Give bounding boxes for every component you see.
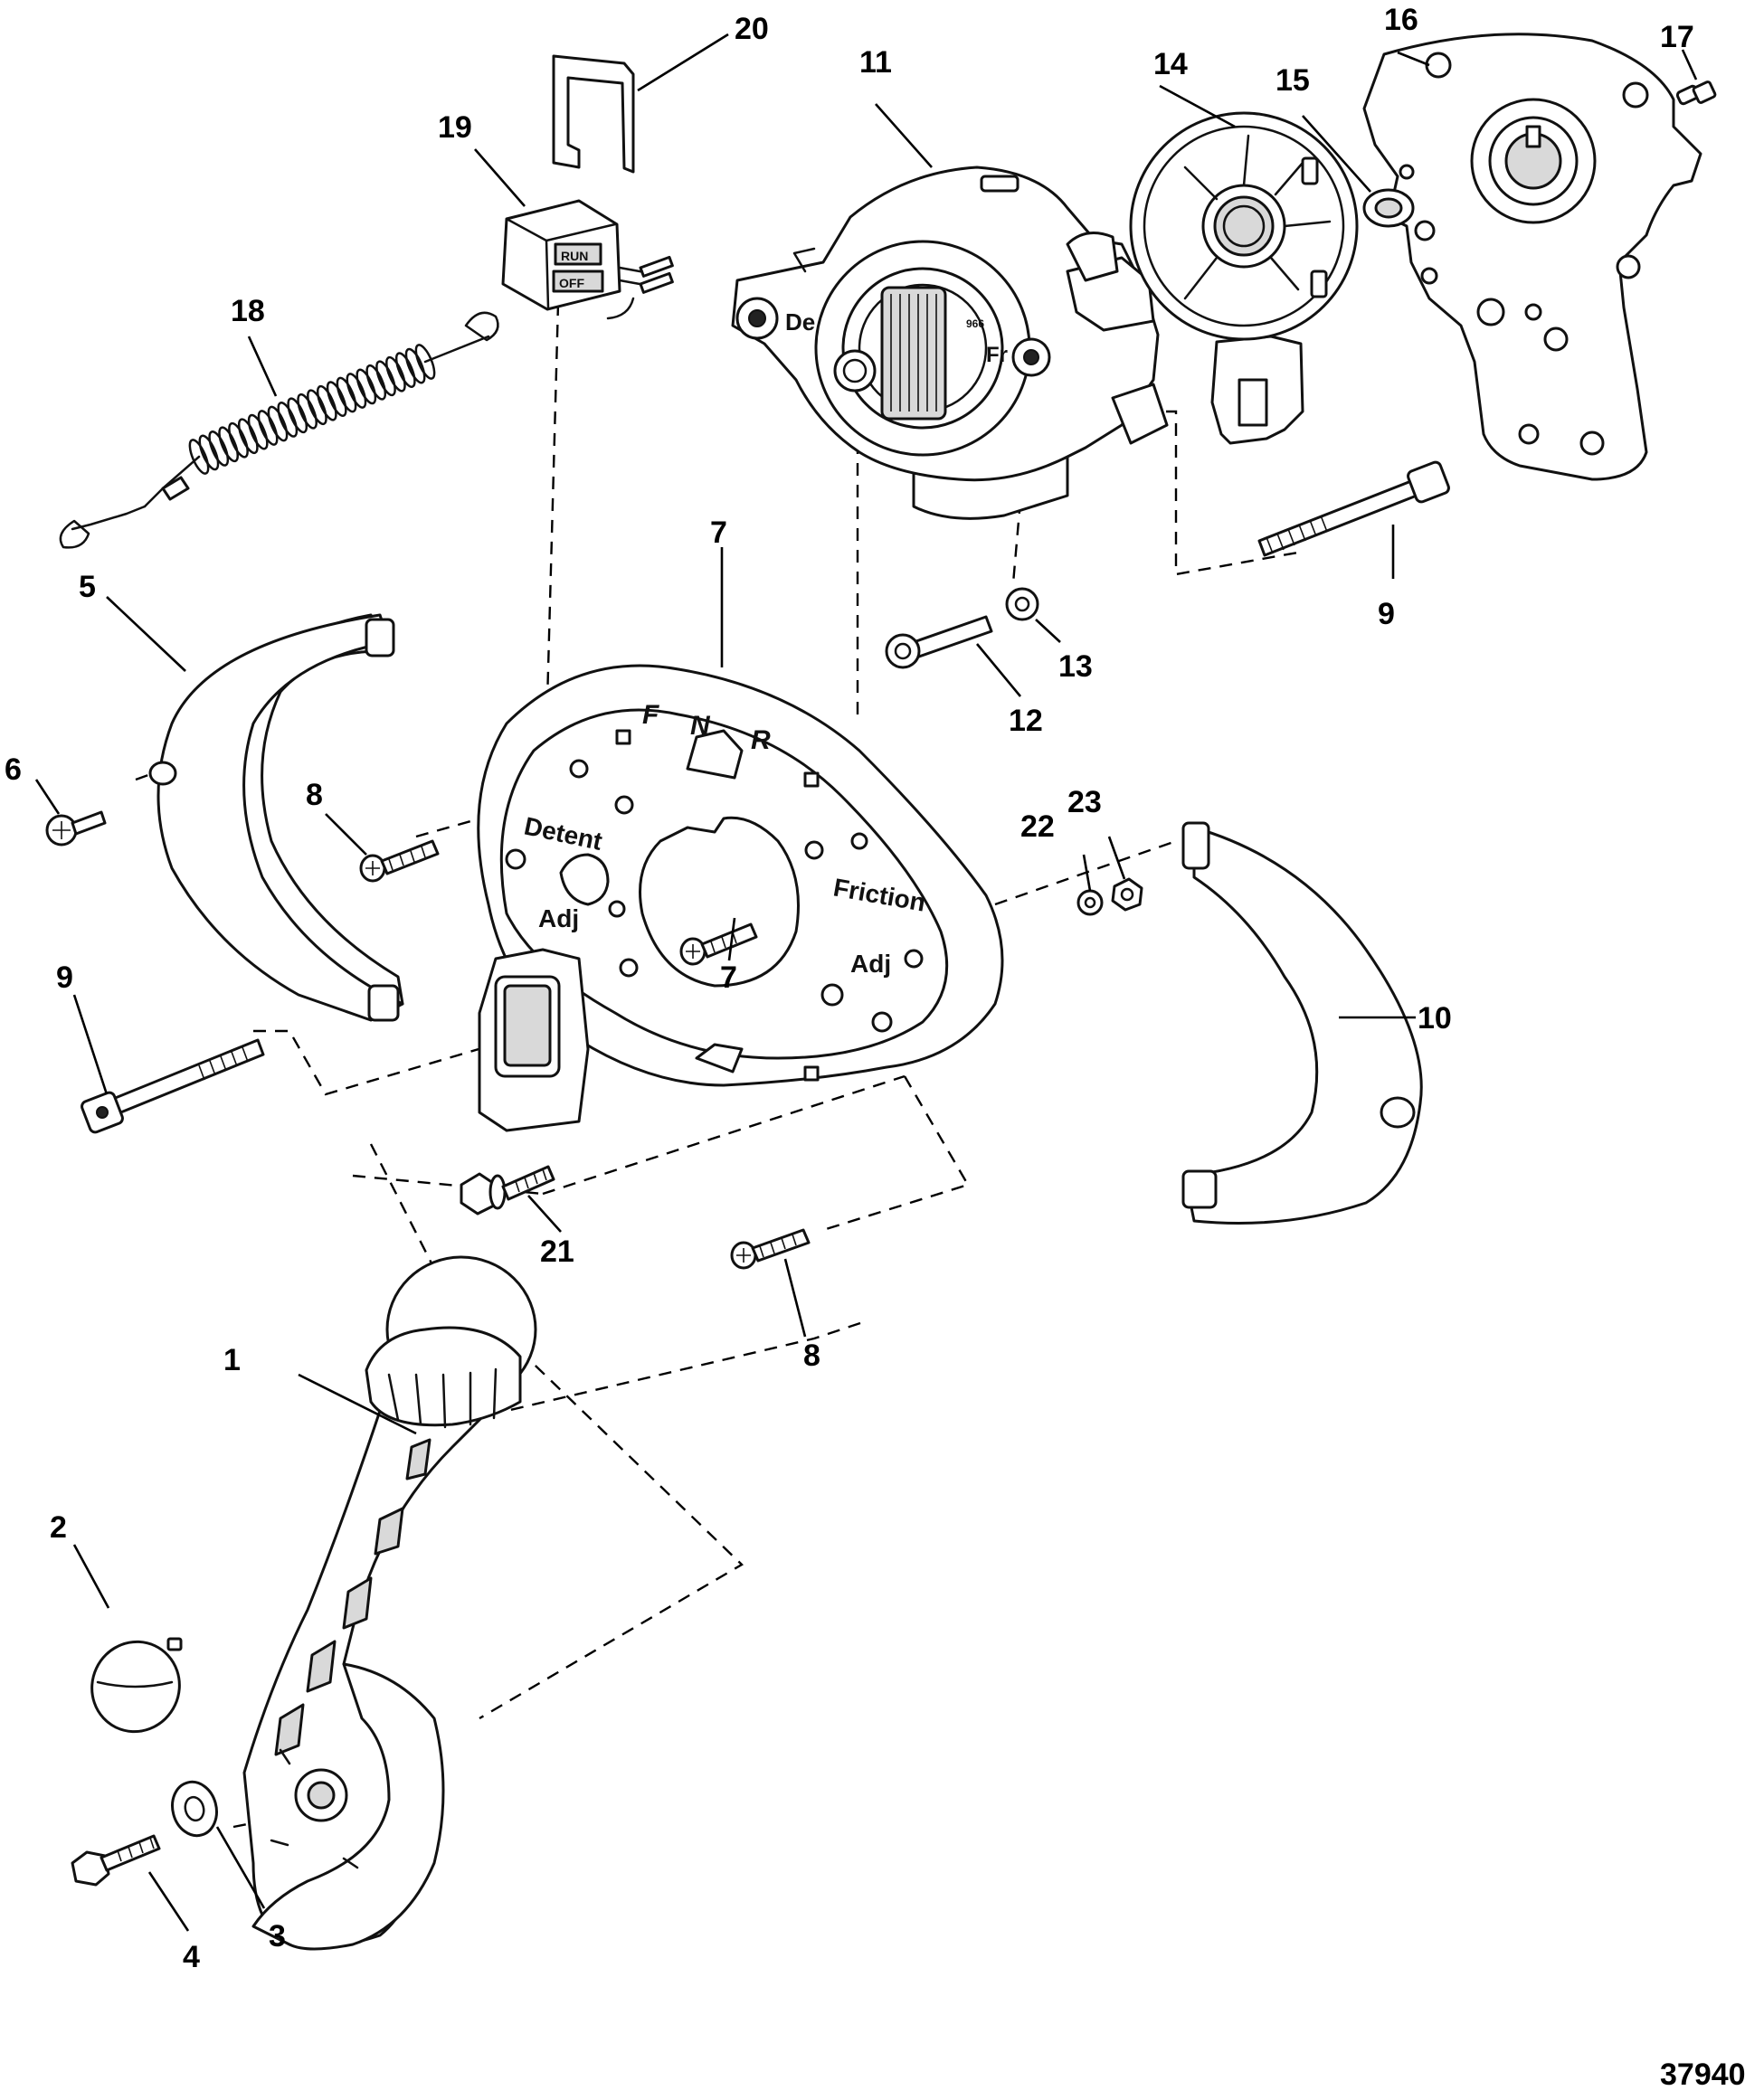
coil-loop [188,439,210,475]
part-20-retaining-clip [552,54,635,174]
actuator-marking-de: De [785,308,815,336]
part-7-control-housing: F N R Detent Adj Friction Adj [477,664,1004,1132]
part-6-screw [45,810,107,847]
figure-id-number: 37940 [1660,2057,1745,2092]
coil-loop [208,430,230,467]
part-16-mounting-plate [1362,33,1702,481]
callout-21: 21 [540,1234,574,1269]
switch-marking-bottom: OFF [559,276,584,290]
coil-loop [198,434,220,471]
part-1-control-handle [242,1255,537,1951]
part-7-screw [679,922,758,966]
callout-6: 6 [5,752,22,787]
part-8-screw-upper [359,839,440,883]
callout-9-left: 9 [56,960,73,995]
part-13-washer [1005,587,1039,621]
callout-8-upper: 8 [306,778,323,812]
part-18-lanyard-cord [59,311,499,549]
leader-lines [34,33,1698,1932]
callout-5: 5 [79,570,96,604]
callout-13: 13 [1058,649,1093,684]
coil-loop [356,368,377,405]
coil-loop [326,381,347,417]
actuator-marking-small: 966 [966,317,984,330]
actuator-marking-fr: Fr [986,343,1008,367]
part-11-shift-actuator: De Fr 966 [731,166,1169,520]
part-15-bushing [1362,188,1415,228]
part-22-washer [1076,889,1104,916]
callout-8-lower: 8 [803,1339,820,1373]
coil-loop [385,355,406,393]
coil-loop [218,426,239,463]
marking-forward: F [642,700,659,730]
callout-9-right: 9 [1378,597,1395,631]
coil-spring [188,344,436,475]
callout-2: 2 [50,1510,67,1545]
coil-loop [247,413,269,450]
coil-loop [267,405,289,442]
part-2-cap [90,1637,183,1734]
part-23-nut [1111,877,1143,912]
callout-10: 10 [1418,1001,1452,1036]
coil-loop [316,384,337,421]
part-5-left-cover [148,613,404,1022]
marking-neutral: N [690,711,711,741]
callout-12: 12 [1009,704,1043,738]
callout-19: 19 [438,110,472,145]
coil-loop [277,402,299,438]
coil-loop [365,364,387,401]
callout-15: 15 [1276,63,1310,98]
part-12-bolt [885,615,993,669]
callout-3: 3 [269,1919,286,1953]
marking-reverse: R [751,725,771,755]
callout-1: 1 [223,1343,241,1377]
alignment-lines [135,302,1304,1829]
callout-7-upper: 7 [710,516,727,550]
callout-22: 22 [1020,809,1055,844]
part-9-long-bolt-left [81,1038,265,1134]
coil-loop [237,418,259,455]
coil-loop [336,376,357,413]
callout-17: 17 [1660,20,1694,54]
coil-loop [414,344,436,380]
coil-loop [375,360,396,397]
part-19-lanyard-switch: RUN OFF [501,199,674,320]
coil-loop [297,393,318,430]
part-4-bolt [71,1834,161,1887]
callout-18: 18 [231,294,265,328]
part-14-position-sensor [1129,111,1359,445]
part-9-long-bolt-upper [1257,460,1450,557]
marking-adj-right: Adj [850,950,891,978]
coil-loop [394,352,416,388]
coil-loop [346,373,367,409]
callout-numbers: 1 2 3 4 5 6 7 7 8 8 9 9 10 11 12 13 14 1… [5,3,1694,1974]
marking-adj-left: Adj [538,904,579,932]
callout-7-lower: 7 [720,960,737,995]
callout-14: 14 [1153,47,1188,81]
callout-20: 20 [735,12,769,46]
callout-4: 4 [183,1940,200,1974]
part-8-screw-lower [730,1228,811,1270]
switch-marking-top: RUN [561,249,588,263]
callout-16: 16 [1384,3,1418,37]
coil-loop [257,410,279,446]
coil-loop [228,421,249,459]
coil-loop [404,347,426,384]
callout-11: 11 [859,45,892,80]
part-10-right-cover [1181,821,1423,1225]
part-21-flange-bolt [460,1165,555,1216]
callout-23: 23 [1067,785,1102,819]
part-3-washer [171,1780,218,1838]
coil-loop [287,397,308,434]
part-17-screw [1675,80,1717,106]
coil-loop [307,389,327,426]
